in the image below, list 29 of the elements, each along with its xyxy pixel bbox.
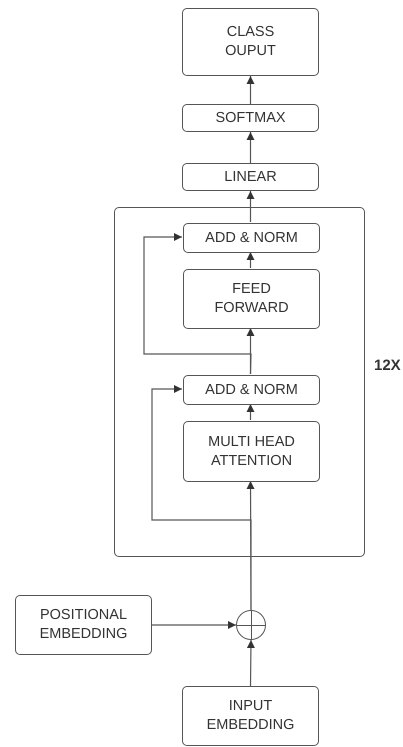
- sum-circle: [236, 610, 266, 640]
- arrow: [246, 404, 254, 420]
- process-box: [182, 8, 319, 76]
- node-label: INPUT EMBEDDING: [206, 697, 296, 735]
- arrow: [246, 76, 254, 104]
- node-label: LINEAR: [224, 168, 277, 186]
- arrow: [246, 191, 254, 222]
- node-label: CLASS OUPUT: [224, 23, 277, 61]
- repeat-count: 12X: [374, 357, 401, 374]
- node-label: ADD & NORM: [205, 228, 298, 248]
- arrow: [246, 132, 254, 163]
- arrow: [152, 621, 236, 629]
- node-label: ADD & NORM: [205, 380, 298, 400]
- node-label: SOFTMAX: [215, 108, 286, 128]
- process-box: [182, 104, 319, 132]
- arrow: [246, 640, 255, 686]
- node-label: POSITIONAL EMBEDDING: [38, 606, 128, 644]
- process-box: [183, 421, 320, 482]
- process-box: [183, 375, 320, 405]
- process-box: [182, 163, 319, 191]
- process-box: [183, 223, 320, 253]
- process-box: [183, 269, 320, 329]
- process-box: [182, 686, 319, 746]
- process-box: [15, 595, 152, 655]
- arrow: [143, 233, 252, 374]
- node-label: MULTI HEAD ATTENTION: [207, 432, 296, 470]
- node-label: FEED FORWARD: [213, 280, 290, 318]
- arrow: [151, 385, 252, 610]
- arrow: [246, 252, 254, 268]
